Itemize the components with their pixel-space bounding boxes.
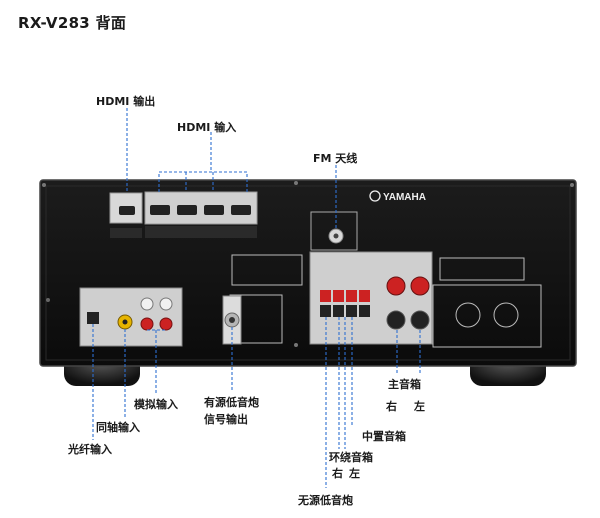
subwoofer-out-jack	[222, 295, 242, 345]
callout-lines	[92, 108, 421, 488]
surround-speakers-label: 环绕音箱	[329, 451, 373, 464]
analog-in-label: 模拟输入	[134, 398, 178, 411]
hdmi-in-label: HDMI 输入	[177, 121, 237, 134]
yamaha-logo: YAMAHA	[369, 190, 426, 203]
hdmi-out-port	[109, 192, 143, 238]
front-speakers-label: 主音箱	[388, 378, 421, 391]
input-panel	[79, 287, 183, 347]
hdmi-in-ports	[144, 191, 258, 238]
passive-subwoofer-label: 无源低音炮	[298, 494, 353, 507]
front-right-label: 右	[386, 400, 397, 413]
subwoofer-out-label-line2: 信号输出	[204, 413, 248, 426]
coaxial-in-label: 同轴输入	[96, 421, 140, 434]
center-speaker-label: 中置音箱	[362, 430, 406, 443]
fm-antenna-terminal	[310, 211, 358, 251]
hdmi-out-label: HDMI 输出	[96, 95, 156, 108]
subwoofer-out-label-line1: 有源低音炮	[204, 396, 259, 409]
surround-right-label: 右	[332, 467, 343, 480]
optical-in-label: 光纤输入	[68, 443, 112, 456]
speaker-terminals	[309, 251, 433, 345]
svg-text:YAMAHA: YAMAHA	[383, 192, 426, 203]
fm-antenna-label: FM 天线	[313, 152, 358, 165]
surround-left-label: 左	[349, 467, 360, 480]
page-title: RX-V283 背面	[18, 14, 127, 32]
front-left-label: 左	[414, 400, 425, 413]
